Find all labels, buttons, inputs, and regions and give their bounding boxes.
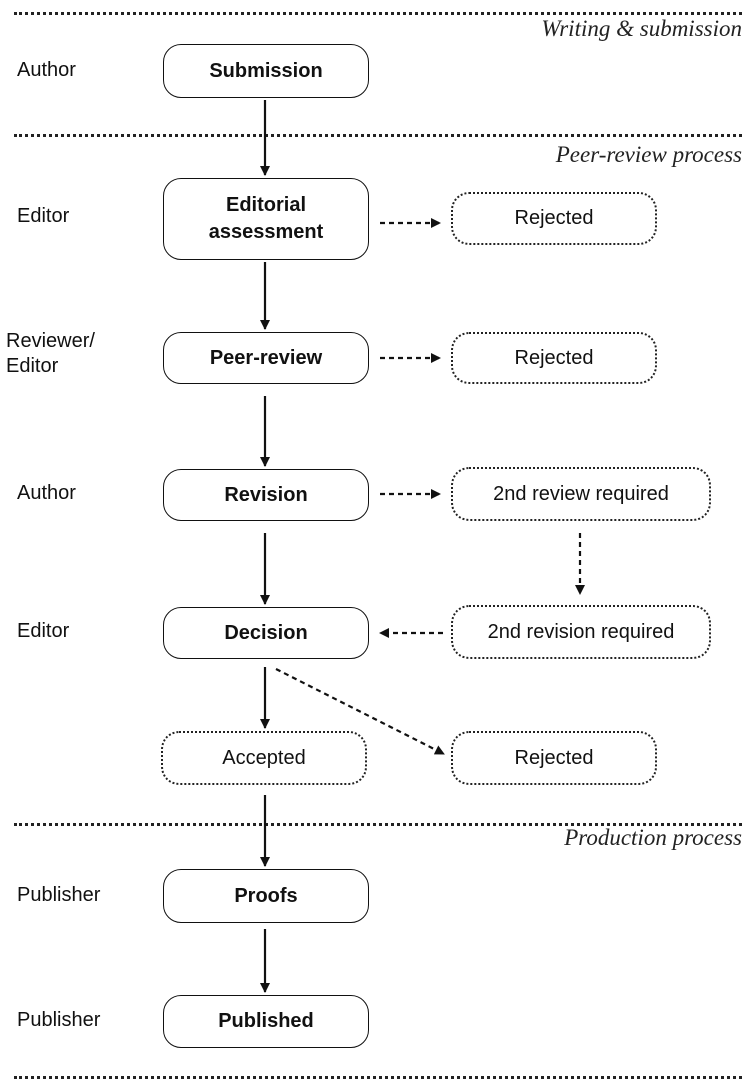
step-editorial-assessment: Editorial assessment — [163, 178, 369, 260]
step-decision: Decision — [163, 607, 369, 659]
step-peer-review: Peer-review — [163, 332, 369, 384]
outcome-second-review-required: 2nd review required — [451, 467, 711, 521]
outcome-rejected-peer-review: Rejected — [451, 332, 657, 384]
section-label-production: Production process — [564, 825, 742, 850]
separator-production — [14, 823, 742, 826]
outcome-accepted: Accepted — [161, 731, 367, 785]
role-author: Author — [17, 59, 76, 81]
separator-top — [14, 12, 742, 15]
step-revision: Revision — [163, 469, 369, 521]
role-author: Author — [17, 482, 76, 504]
separator-bottom — [14, 1076, 742, 1079]
outcome-rejected-decision: Rejected — [451, 731, 657, 785]
step-submission: Submission — [163, 44, 369, 98]
role-editor-line: Editor — [6, 355, 59, 377]
outcome-second-revision-required: 2nd revision required — [451, 605, 711, 659]
step-proofs: Proofs — [163, 869, 369, 923]
step-published: Published — [163, 995, 369, 1048]
role-publisher: Publisher — [17, 884, 101, 906]
arrow-decision-to-rejected — [275, 668, 445, 755]
step-editorial-line2: assessment — [208, 221, 324, 243]
separator-peer-review — [14, 134, 742, 137]
role-reviewer-line: Reviewer/ — [6, 330, 95, 352]
role-reviewer-editor: Reviewer/ Editor — [6, 329, 95, 379]
role-publisher: Publisher — [17, 1009, 101, 1031]
step-editorial-line1: Editorial — [225, 194, 306, 216]
role-editor: Editor — [17, 205, 70, 227]
role-editor: Editor — [17, 620, 70, 642]
outcome-rejected-editorial: Rejected — [451, 192, 657, 245]
section-label-peer-review: Peer-review process — [555, 142, 742, 167]
section-label-writing: Writing & submission — [541, 16, 742, 41]
